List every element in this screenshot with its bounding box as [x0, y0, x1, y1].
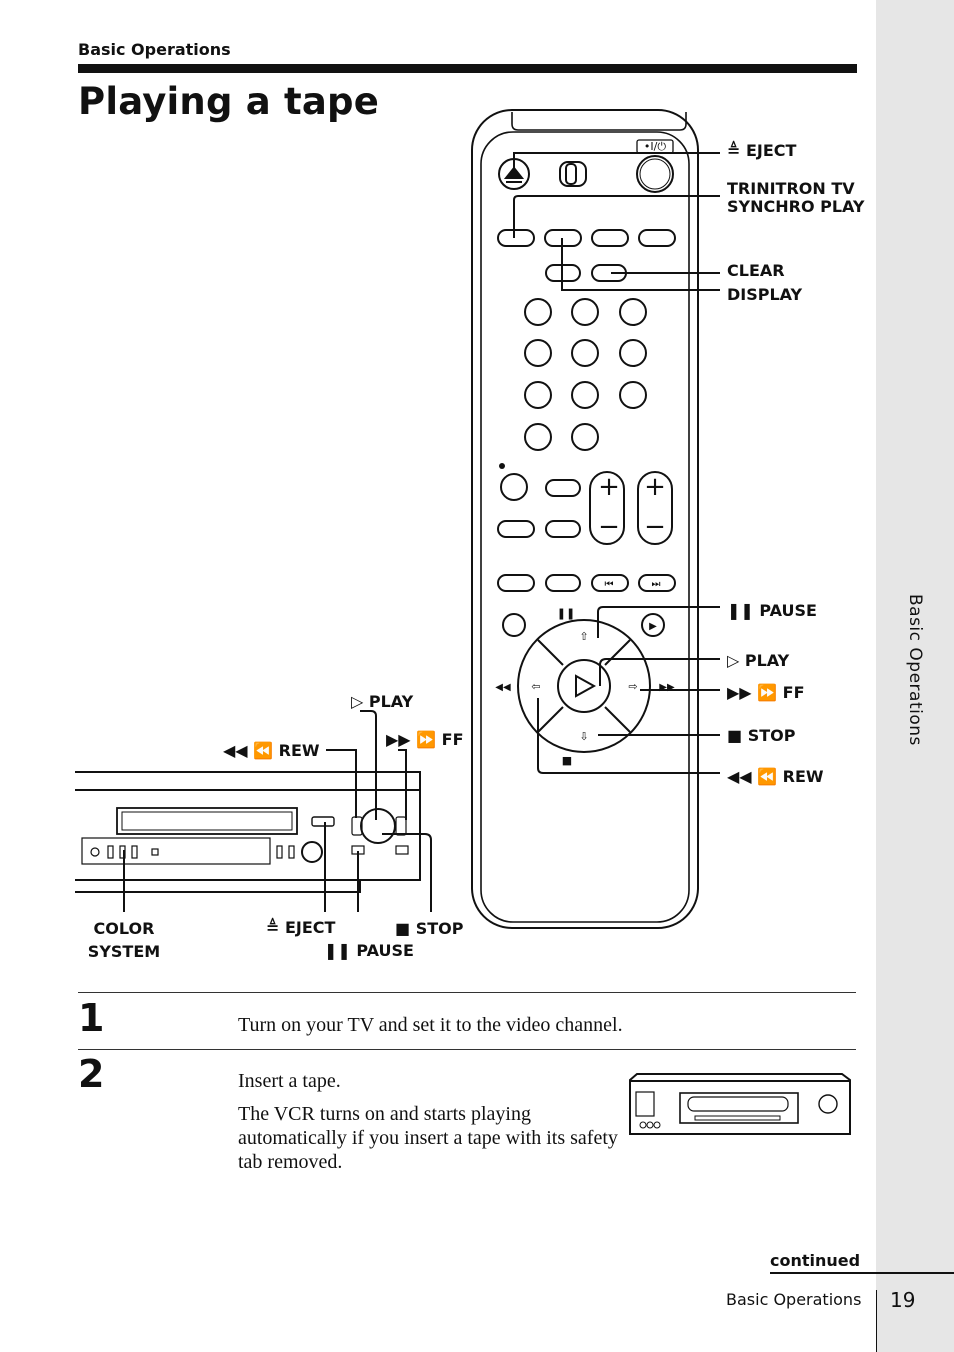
- label-remote-trinitron-line2: SYNCHRO PLAY: [727, 197, 865, 216]
- label-remote-play: ▷ PLAY: [727, 651, 790, 670]
- svg-text:+: +: [598, 472, 620, 502]
- vcr-cassette-slot: [116, 807, 298, 835]
- step-1-number: 1: [78, 996, 105, 1040]
- footer-divider: [876, 1290, 877, 1352]
- remote-control-body: [471, 109, 699, 929]
- step-2-text: Insert a tape.: [238, 1070, 341, 1092]
- label-vcr-eject: ≜ EJECT: [266, 918, 336, 937]
- label-vcr-play: ▷ PLAY: [351, 692, 414, 711]
- vcr-body: [75, 771, 421, 893]
- svg-text:−: −: [598, 512, 620, 542]
- svg-text:❚❚: ❚❚: [557, 607, 575, 620]
- mini-vcr-tape: [679, 1092, 799, 1124]
- page-title: Playing a tape: [78, 80, 380, 123]
- label-vcr-rew: ◀◀ ⏪ REW: [223, 741, 320, 760]
- label-vcr-ff: ▶▶ ⏩ FF: [386, 730, 464, 749]
- vcr-play-dial: [360, 808, 396, 844]
- svg-text:⏭: ⏭: [652, 579, 661, 590]
- svg-text:•I/⏻: •I/⏻: [644, 140, 666, 153]
- running-header: Basic Operations: [78, 40, 231, 59]
- step-divider: [78, 1049, 856, 1050]
- svg-text:⇦: ⇦: [531, 680, 540, 693]
- step-divider: [78, 992, 856, 993]
- step-2-number: 2: [78, 1052, 105, 1096]
- remote-synchro-play-button: [497, 229, 535, 247]
- label-remote-trinitron-line1: TRINITRON TV: [727, 179, 855, 198]
- label-remote-display: DISPLAY: [727, 285, 803, 304]
- svg-text:■: ■: [562, 754, 572, 767]
- label-remote-rew: ◀◀ ⏪ REW: [727, 767, 824, 786]
- sidebar-section-label: Basic Operations: [905, 594, 925, 746]
- label-remote-clear: CLEAR: [727, 261, 785, 280]
- svg-text:+: +: [644, 472, 666, 502]
- remote-jog-ring: [517, 619, 651, 753]
- sidebar-tab: [876, 0, 954, 1352]
- continued-label: continued: [770, 1251, 861, 1270]
- label-vcr-color-line1: COLOR: [93, 919, 155, 938]
- svg-text:⇨: ⇨: [628, 680, 637, 693]
- page-number: 19: [890, 1288, 916, 1312]
- label-vcr-color-line2: SYSTEM: [87, 942, 161, 961]
- footer-section: Basic Operations: [726, 1290, 862, 1309]
- svg-text:⇧: ⇧: [579, 630, 588, 643]
- svg-text:⇩: ⇩: [579, 730, 588, 743]
- continued-rule: [770, 1272, 954, 1274]
- label-remote-stop: ■ STOP: [727, 726, 796, 745]
- label-vcr-pause: ❚❚ PAUSE: [324, 941, 414, 960]
- svg-text:⏮: ⏮: [605, 579, 614, 590]
- step-1-text: Turn on your TV and set it to the video …: [238, 1014, 623, 1036]
- remote-switch: [559, 161, 587, 187]
- label-vcr-stop: ■ STOP: [395, 919, 464, 938]
- remote-power-button: [636, 155, 674, 193]
- svg-text:◀◀: ◀◀: [495, 682, 511, 693]
- label-remote-ff: ▶▶ ⏩ FF: [727, 683, 805, 702]
- svg-text:▶▶: ▶▶: [659, 682, 675, 693]
- vcr-eject-button: [311, 816, 335, 827]
- label-remote-pause: ❚❚ PAUSE: [727, 601, 817, 620]
- mini-vcr-body: [629, 1073, 851, 1135]
- step-2-note: The VCR turns on and starts playing auto…: [238, 1103, 618, 1173]
- header-rule: [78, 64, 857, 73]
- label-remote-eject: ≜ EJECT: [727, 141, 797, 160]
- svg-text:▶: ▶: [649, 621, 657, 632]
- svg-text:−: −: [644, 512, 666, 542]
